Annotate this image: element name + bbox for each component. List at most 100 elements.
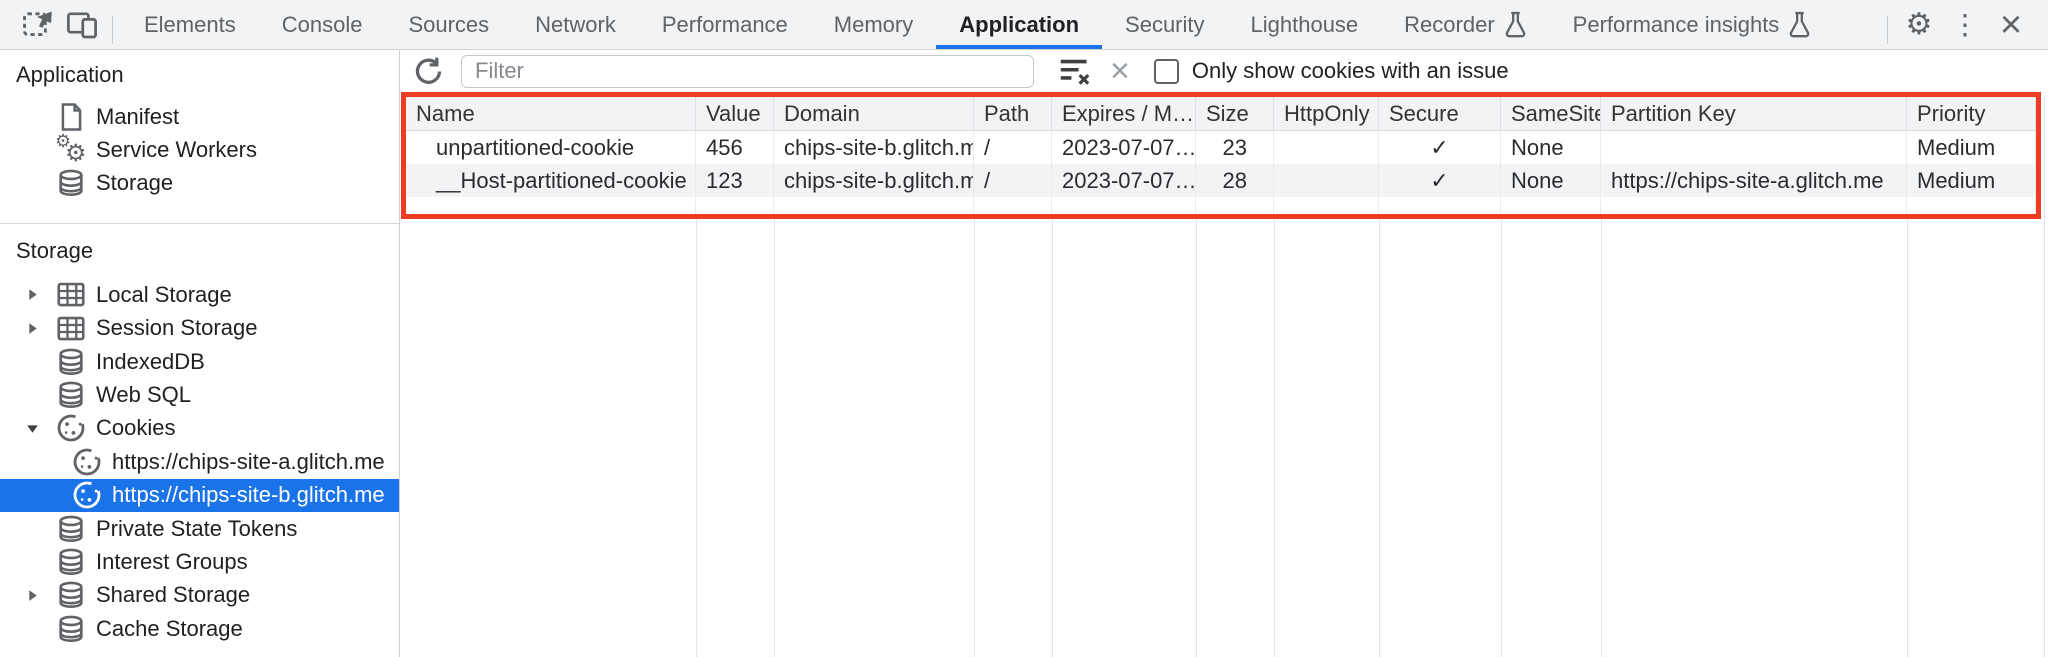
empty-cell (1379, 197, 1501, 214)
tabbar-divider (112, 16, 113, 44)
tab-label: Network (535, 11, 616, 37)
sidebar-item-https-chips-site-b-glitch-me[interactable]: https://chips-site-b.glitch.me (0, 478, 399, 512)
cell-priority[interactable]: Medium (1907, 164, 2036, 197)
cell-samesite[interactable]: None (1501, 131, 1601, 164)
cell-path[interactable]: / (974, 164, 1052, 197)
device-toolbar-icon[interactable] (60, 0, 104, 50)
column-header-secure[interactable]: Secure (1379, 97, 1501, 130)
chevron-collapsed-icon[interactable] (24, 320, 54, 337)
cookie-icon (54, 413, 88, 443)
column-grid-line (696, 219, 697, 657)
sidebar-item-shared-storage[interactable]: Shared Storage (0, 579, 399, 612)
inspect-element-icon[interactable] (16, 0, 60, 50)
cookie-icon (70, 447, 104, 477)
sidebar-item-label: Manifest (96, 103, 180, 129)
more-options-icon[interactable]: ⋮ (1942, 0, 1988, 50)
tab-console[interactable]: Console (259, 0, 386, 49)
tab-sources[interactable]: Sources (385, 0, 512, 49)
sidebar-item-label: IndexedDB (96, 348, 205, 374)
cell-size[interactable]: 23 (1196, 131, 1274, 164)
settings-gear-icon[interactable]: ⚙ (1896, 0, 1942, 50)
section-title: Application (16, 62, 124, 87)
column-header-partition-key[interactable]: Partition Key (1601, 97, 1907, 130)
sidebar-item-cache-storage[interactable]: Cache Storage (0, 612, 399, 645)
cell-value[interactable]: 123 (696, 164, 774, 197)
clear-filter-icon[interactable] (1058, 54, 1092, 88)
cell-secure[interactable]: ✓ (1379, 164, 1501, 197)
cell-partition-key[interactable]: https://chips-site-a.glitch.me (1601, 164, 1907, 197)
issue-filter-checkbox[interactable] (1153, 58, 1179, 84)
refresh-icon[interactable] (411, 54, 445, 88)
cell-samesite[interactable]: None (1501, 164, 1601, 197)
tabbar-right-tools: ⚙ ⋮ × (1879, 0, 2048, 49)
chevron-collapsed-icon[interactable] (24, 286, 54, 303)
service-workers-icon: ⚙⚙ (55, 131, 87, 168)
sidebar-item-session-storage[interactable]: Session Storage (0, 312, 399, 345)
sidebar-item-private-state-tokens[interactable]: Private State Tokens (0, 512, 399, 545)
close-devtools-icon[interactable]: × (1988, 0, 2034, 50)
tab-performance-insights[interactable]: Performance insights (1550, 0, 1835, 49)
tab-label: Application (959, 11, 1080, 37)
sidebar-item-storage[interactable]: Storage (0, 167, 399, 200)
cookies-panel: × Only show cookies with an issue NameVa… (401, 50, 2048, 657)
tab-label: Performance (661, 11, 788, 37)
tab-label: Recorder (1404, 11, 1495, 37)
cell-httponly[interactable] (1274, 164, 1379, 197)
clear-icon[interactable]: × (1110, 52, 1130, 90)
tab-elements[interactable]: Elements (121, 0, 259, 49)
sidebar-item-service-workers[interactable]: ⚙⚙Service Workers (0, 131, 399, 168)
tab-lighthouse[interactable]: Lighthouse (1228, 0, 1382, 49)
column-header-path[interactable]: Path (974, 97, 1052, 130)
chevron-collapsed-icon[interactable] (24, 587, 54, 604)
cell-name[interactable]: __Host-partitioned-cookie (406, 164, 696, 197)
sidebar-item-https-chips-site-a-glitch-me[interactable]: https://chips-site-a.glitch.me (0, 445, 399, 478)
column-header-domain[interactable]: Domain (774, 97, 974, 130)
cell-domain[interactable]: chips-site-b.glitch.me (774, 164, 974, 197)
cell-httponly[interactable] (1274, 131, 1379, 164)
tabbar-right-divider (1887, 16, 1888, 44)
column-header-httponly[interactable]: HttpOnly (1274, 97, 1379, 130)
column-header-value[interactable]: Value (696, 97, 774, 130)
cell-secure[interactable]: ✓ (1379, 131, 1501, 164)
filter-input[interactable] (461, 54, 1034, 88)
cell-domain[interactable]: chips-site-b.glitch.me (774, 131, 974, 164)
column-header-expires[interactable]: Expires / M… (1052, 97, 1196, 130)
tab-recorder[interactable]: Recorder (1381, 0, 1549, 49)
empty-cell (1501, 197, 1601, 214)
tab-application[interactable]: Application (936, 0, 1102, 49)
cell-expires[interactable]: 2023-07-07… (1052, 131, 1196, 164)
sidebar-item-web-sql[interactable]: Web SQL (0, 378, 399, 411)
column-header-priority[interactable]: Priority (1907, 97, 2036, 130)
empty-cell (406, 197, 696, 214)
tab-security[interactable]: Security (1102, 0, 1227, 49)
table-icon (54, 282, 88, 307)
chevron-expanded-icon[interactable] (24, 420, 54, 437)
tab-performance[interactable]: Performance (639, 0, 811, 49)
tab-network[interactable]: Network (512, 0, 639, 49)
cell-expires[interactable]: 2023-07-07… (1052, 164, 1196, 197)
empty-cell (774, 197, 974, 214)
cell-priority[interactable]: Medium (1907, 131, 2036, 164)
sidebar-item-cookies[interactable]: Cookies (0, 412, 399, 445)
tabbar-left-tools (0, 0, 121, 49)
empty-cell (696, 197, 774, 214)
sidebar-item-indexeddb[interactable]: IndexedDB (0, 345, 399, 378)
sidebar-item-interest-groups[interactable]: Interest Groups (0, 545, 399, 578)
cell-size[interactable]: 28 (1196, 164, 1274, 197)
sidebar-item-manifest[interactable]: Manifest (0, 100, 399, 133)
empty-cell (1196, 197, 1274, 214)
sidebar-item-local-storage[interactable]: Local Storage (0, 278, 399, 311)
column-header-name[interactable]: Name (406, 97, 696, 130)
cell-partition-key[interactable] (1601, 131, 1907, 164)
column-grid-line (1379, 219, 1380, 657)
cell-value[interactable]: 456 (696, 131, 774, 164)
sidebar-item-label: https://chips-site-a.glitch.me (112, 448, 385, 474)
column-header-size[interactable]: Size (1196, 97, 1274, 130)
column-header-samesite[interactable]: SameSite (1501, 97, 1601, 130)
tab-memory[interactable]: Memory (811, 0, 936, 49)
cell-name[interactable]: unpartitioned-cookie (406, 131, 696, 164)
cell-path[interactable]: / (974, 131, 1052, 164)
